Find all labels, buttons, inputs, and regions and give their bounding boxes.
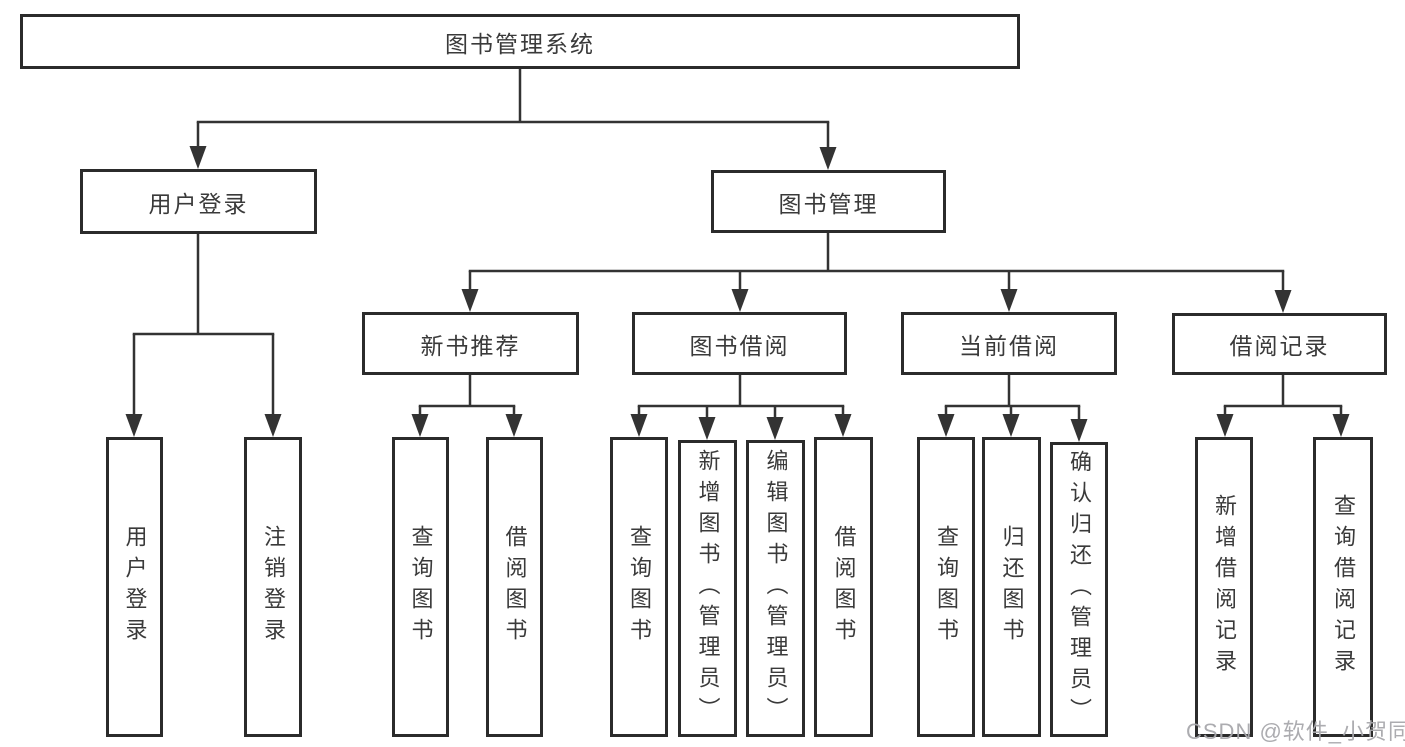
watermark: CSDN @软件_小贺同学 — [1186, 719, 1405, 744]
node-leaf-add-book-admin: 新增图书（管理员） — [678, 440, 737, 737]
node-leaf-return-books: 归还图书 — [982, 437, 1041, 737]
node-book-management: 图书管理 — [711, 170, 946, 233]
leaf-label: 归还图书 — [999, 525, 1025, 649]
leaf-label: 借阅图书 — [502, 525, 528, 649]
leaf-label: 确认归还（管理员） — [1067, 450, 1092, 729]
node-leaf-query-books-current: 查询图书 — [917, 437, 975, 737]
node-library-system: 图书管理系统 — [20, 14, 1020, 69]
leaf-label: 查询图书 — [627, 525, 652, 649]
leaf-label: 借阅图书 — [831, 525, 857, 649]
leaf-label: 新增借阅记录 — [1212, 494, 1237, 680]
leaf-label: 注销登录 — [261, 525, 286, 649]
node-leaf-query-borrow-record: 查询借阅记录 — [1313, 437, 1373, 737]
node-leaf-edit-book-admin: 编辑图书（管理员） — [746, 440, 805, 737]
node-leaf-borrow-books-recommend: 借阅图书 — [486, 437, 543, 737]
node-leaf-query-books-recommend: 查询图书 — [392, 437, 449, 737]
leaf-label: 编辑图书（管理员） — [763, 449, 789, 728]
leaf-label: 查询图书 — [408, 525, 434, 649]
node-leaf-query-books-borrowing: 查询图书 — [610, 437, 668, 737]
leaf-label: 查询借阅记录 — [1331, 494, 1356, 680]
connector-segments — [132, 69, 1343, 421]
leaf-label: 用户登录 — [122, 525, 148, 649]
node-user-login: 用户登录 — [80, 169, 317, 234]
leaf-label: 新增图书（管理员） — [695, 449, 721, 728]
node-borrowing-records: 借阅记录 — [1172, 313, 1387, 375]
leaf-label: 查询图书 — [934, 525, 959, 649]
node-new-book-recommend: 新书推荐 — [362, 312, 579, 375]
node-leaf-logout: 注销登录 — [244, 437, 302, 737]
node-leaf-user-login: 用户登录 — [106, 437, 163, 737]
node-book-borrowing: 图书借阅 — [632, 312, 847, 375]
node-leaf-add-borrow-record: 新增借阅记录 — [1195, 437, 1253, 737]
node-current-borrowing: 当前借阅 — [901, 312, 1117, 375]
node-leaf-confirm-return-admin: 确认归还（管理员） — [1050, 442, 1108, 737]
arrowheads — [125, 146, 1350, 442]
node-leaf-borrow-books: 借阅图书 — [814, 437, 873, 737]
